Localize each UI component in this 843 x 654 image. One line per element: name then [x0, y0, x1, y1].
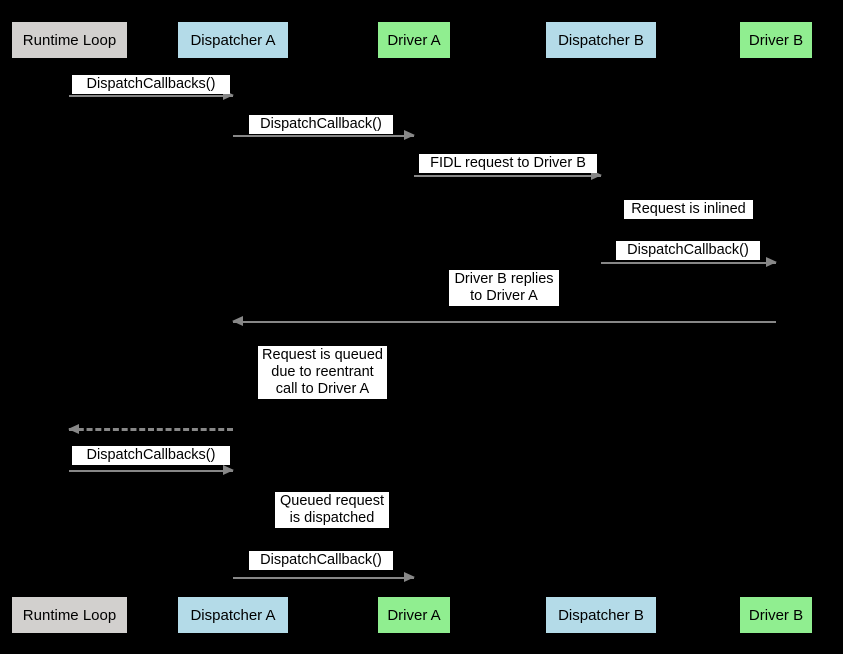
participant-dispatcher-b-bottom[interactable]: Dispatcher B: [546, 597, 656, 633]
message-label-line: DispatchCallbacks(): [86, 447, 216, 463]
participant-driver-a-bottom[interactable]: Driver A: [378, 597, 450, 633]
message-label-dispatch-callback-2: DispatchCallback(): [616, 241, 760, 260]
message-arrow-return-to-runtime-loop: [68, 424, 233, 435]
message-label-dispatch-callback-3: DispatchCallback(): [249, 551, 393, 570]
participant-dispatcher-a-bottom[interactable]: Dispatcher A: [178, 597, 288, 633]
participant-label: Driver B: [748, 606, 804, 624]
arrow-head-right-icon: [223, 465, 234, 475]
note-request-queued: Request is queued due to reentrant call …: [258, 346, 387, 399]
participant-label: Dispatcher A: [190, 31, 276, 49]
message-label-line: DispatchCallback(): [260, 116, 382, 132]
participant-driver-b-top[interactable]: Driver B: [740, 22, 812, 58]
participant-driver-b-bottom[interactable]: Driver B: [740, 597, 812, 633]
message-arrow-dispatch-callback-3: [233, 572, 415, 583]
message-arrow-driver-b-reply: [232, 316, 776, 327]
participant-label: Runtime Loop: [22, 606, 117, 624]
note-line: due to reentrant: [271, 364, 374, 380]
arrow-shaft: [601, 262, 776, 264]
participant-runtime-loop-bottom[interactable]: Runtime Loop: [12, 597, 127, 633]
note-line: Driver B replies: [454, 271, 554, 287]
participant-runtime-loop-top[interactable]: Runtime Loop: [12, 22, 127, 58]
note-request-inlined: Request is inlined: [624, 200, 753, 219]
message-label-dispatch-callbacks-2: DispatchCallbacks(): [72, 446, 230, 465]
arrow-head-right-icon: [404, 130, 415, 140]
message-label-dispatch-callback-1: DispatchCallback(): [249, 115, 393, 134]
message-arrow-dispatch-callbacks-2: [69, 465, 234, 476]
message-label-fidl-request: FIDL request to Driver B: [419, 154, 597, 173]
note-line: is dispatched: [289, 510, 375, 526]
arrow-shaft: [233, 577, 414, 579]
message-label-line: DispatchCallback(): [260, 552, 382, 568]
note-line: Queued request: [280, 493, 384, 509]
arrow-shaft: [414, 175, 601, 177]
note-line: to Driver A: [470, 288, 538, 304]
arrow-shaft: [233, 321, 776, 323]
note-line: Request is queued: [262, 347, 383, 363]
message-label-line: DispatchCallback(): [627, 242, 749, 258]
message-label-line: FIDL request to Driver B: [430, 155, 586, 171]
note-queued-request-dispatched: Queued request is dispatched: [275, 492, 389, 528]
note-driver-b-replies: Driver B replies to Driver A: [449, 270, 559, 306]
message-label-line: DispatchCallbacks(): [86, 76, 216, 92]
participant-label: Driver B: [748, 31, 804, 49]
participant-label: Dispatcher A: [190, 606, 276, 624]
arrow-shaft: [69, 470, 233, 472]
participant-dispatcher-b-top[interactable]: Dispatcher B: [546, 22, 656, 58]
message-label-dispatch-callbacks-1: DispatchCallbacks(): [72, 75, 230, 94]
arrow-shaft: [233, 135, 414, 137]
participant-label: Driver A: [387, 606, 441, 624]
participant-label: Dispatcher B: [558, 31, 644, 49]
arrow-head-left-icon: [68, 424, 79, 434]
arrow-shaft: [69, 95, 233, 97]
participant-label: Dispatcher B: [558, 606, 644, 624]
note-line: Request is inlined: [631, 201, 746, 217]
arrow-shaft-dashed: [69, 428, 233, 431]
arrow-head-right-icon: [404, 572, 415, 582]
arrow-head-right-icon: [766, 257, 777, 267]
participant-label: Driver A: [387, 31, 441, 49]
participant-label: Runtime Loop: [22, 31, 117, 49]
participant-dispatcher-a-top[interactable]: Dispatcher A: [178, 22, 288, 58]
arrow-head-left-icon: [232, 316, 243, 326]
participant-driver-a-top[interactable]: Driver A: [378, 22, 450, 58]
note-line: call to Driver A: [275, 381, 370, 397]
